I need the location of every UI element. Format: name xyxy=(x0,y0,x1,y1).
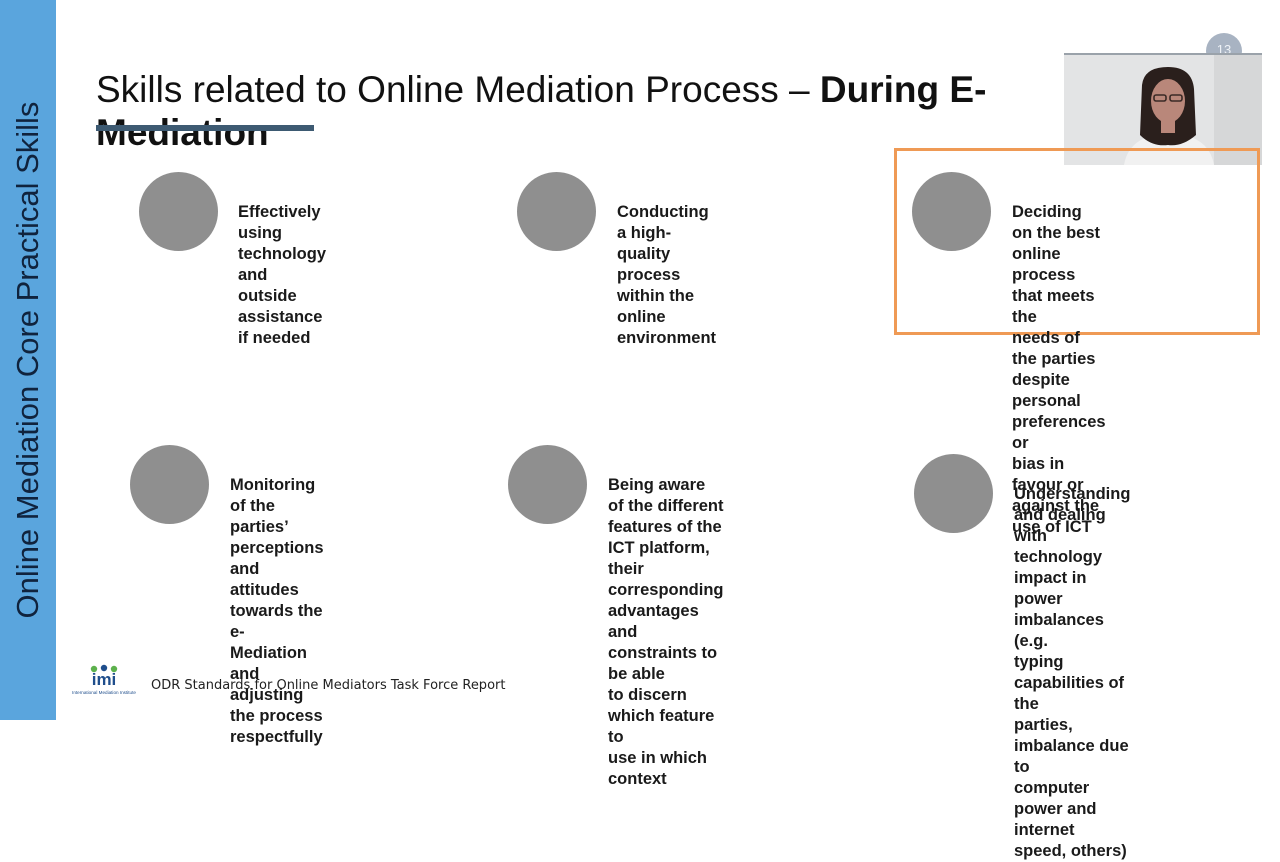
logo-letters: imi xyxy=(92,670,117,689)
slide-title-regular: Skills related to Online Mediation Proce… xyxy=(96,69,820,110)
skill-text: Monitoring of the parties’ perceptions a… xyxy=(230,476,324,746)
sidebar-label: Online Mediation Core Practical Skills xyxy=(10,101,45,619)
skill-text: Understanding and dealing with technolog… xyxy=(1014,485,1131,860)
slide-title-bold: During E-Mediation xyxy=(96,69,987,153)
skill-bullet-circle xyxy=(130,445,209,524)
webcam-video-overlay[interactable] xyxy=(1064,53,1262,165)
title-underline xyxy=(96,125,314,131)
skill-bullet-circle xyxy=(914,454,993,533)
sidebar-band: Online Mediation Core Practical Skills xyxy=(0,0,56,720)
skill-highlight-frame xyxy=(894,148,1260,335)
skill-text: Effectively using technology and outside… xyxy=(238,203,327,347)
logo-caption: International Mediation Institute xyxy=(72,690,136,695)
skill-text: Deciding on the best online process that… xyxy=(1012,203,1106,536)
skill-bullet-circle xyxy=(912,172,991,251)
slide-title: Skills related to Online Mediation Proce… xyxy=(96,68,1076,154)
skill-bullet-circle xyxy=(517,172,596,251)
skill-bullet-circle xyxy=(508,445,587,524)
skill-text: Being aware of the different features of… xyxy=(608,476,724,788)
footer-source-text: ODR Standards for Online Mediators Task … xyxy=(151,678,506,693)
imi-logo-icon: imi International Mediation Institute xyxy=(72,664,136,695)
skill-bullet-circle xyxy=(139,172,218,251)
presenter-silhouette-icon xyxy=(1064,55,1262,165)
skill-text: Conducting a high-quality process within… xyxy=(617,203,717,347)
